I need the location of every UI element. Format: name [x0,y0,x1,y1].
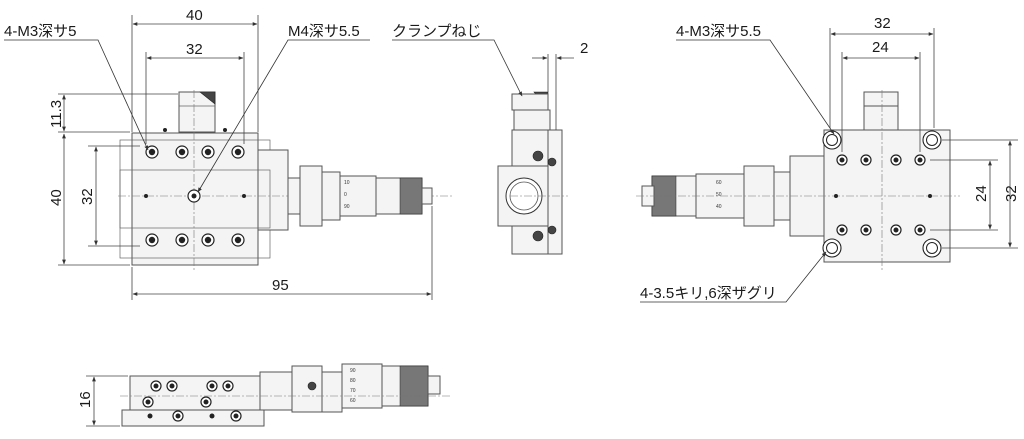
label-counterbore: 4-3.5キリ,6深ザグリ [640,285,777,302]
scale-mark: 90 [350,368,356,374]
mounting-hole [144,128,246,247]
dimension-32-top: 32 [186,41,203,58]
label-4-m3-depth-5: 4-M3深サ5 [4,23,77,40]
scale-mark: 60 [350,398,356,404]
scale-mark: 10 [344,180,350,186]
scale-mark: 0 [344,192,347,198]
dimension-16: 16 [77,391,94,408]
scale-mark: 60 [716,180,722,186]
label-clamp-screw: クランプねじ [392,23,482,40]
mounting-hole [142,380,242,422]
dimension-32-right-top: 32 [874,15,891,32]
micrometer-head: 10 0 90 [287,165,433,227]
dimension-24-right-top: 24 [872,39,889,56]
mounting-hole [834,154,932,236]
scale-mark: 40 [716,204,722,210]
dimension-95: 95 [272,277,289,294]
label-m4-depth-5-5: M4深サ5.5 [288,23,360,40]
dimension-24-right-side: 24 [973,185,990,202]
scale-mark: 50 [716,192,722,198]
dimension-2: 2 [580,40,588,57]
dimension-40-top: 40 [186,7,203,24]
dimension-32-right-side: 32 [1003,185,1020,202]
scale-mark: 80 [350,378,356,384]
scale-mark: 90 [344,204,350,210]
front-view: 10 0 90 40 32 11.3 40 32 95 4-M [4,7,452,300]
micrometer-head: 90 80 70 60 [321,363,441,413]
dimension-11-3: 11.3 [48,100,65,128]
scale-mark: 70 [350,388,356,394]
bottom-view: 90 80 70 60 16 [77,363,450,427]
rear-view: 60 50 40 32 [636,15,1020,303]
side-view: 2 クランプねじ [392,23,588,255]
dimension-32-left: 32 [79,188,96,205]
dimension-40-left: 40 [48,189,65,206]
label-4-m3-depth-5-5: 4-M3深サ5.5 [676,23,761,40]
